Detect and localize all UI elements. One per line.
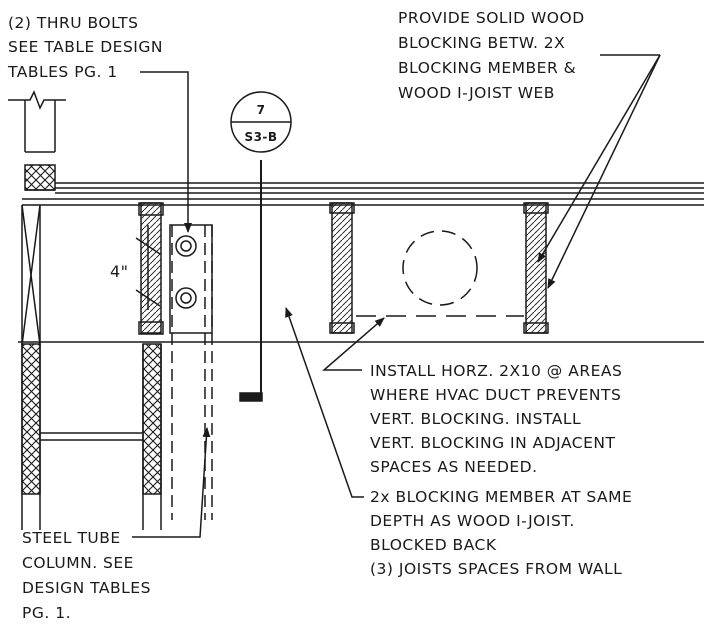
leader-horz-blocking [321, 317, 385, 371]
leader-thru-bolts [140, 71, 192, 233]
note-line: TABLES PG. 1 [7, 63, 118, 81]
rim-cross [21, 204, 41, 346]
wall-stud-left [21, 343, 41, 495]
i-joist-blocking-middle [331, 202, 353, 334]
i-joist-flange [329, 202, 355, 214]
dimension-tick [135, 237, 161, 255]
blocking-member-cap [138, 321, 164, 335]
blocking-member-left [140, 202, 162, 334]
note-solid-blocking: PROVIDE SOLID WOOD BLOCKING BETW. 2X BLO… [398, 9, 585, 102]
note-horz-blocking: INSTALL HORZ. 2X10 @ AREAS WHERE HVAC DU… [370, 362, 622, 476]
dimension-label: 4" [110, 262, 129, 281]
note-line: COLUMN. SEE [22, 554, 134, 572]
section-tag-sheet: S3-B [244, 130, 277, 144]
thru-bolt-upper [175, 235, 197, 257]
note-line: BLOCKING BETW. 2X [398, 34, 565, 52]
hvac-duct [402, 230, 478, 306]
note-line: 2x BLOCKING MEMBER AT SAME [370, 488, 632, 506]
leader-blocking-member [285, 307, 364, 498]
note-thru-bolts: (2) THRU BOLTS SEE TABLE DESIGN TABLES P… [7, 14, 163, 81]
note-line: WHERE HVAC DUCT PREVENTS [370, 386, 621, 404]
top-plate-block [24, 164, 56, 191]
note-line: (2) THRU BOLTS [8, 14, 138, 32]
leader-steel-tube [132, 427, 211, 538]
leader-blocking-2 [547, 54, 661, 289]
i-joist-flange [523, 202, 549, 214]
note-line: PROVIDE SOLID WOOD [398, 9, 585, 27]
note-line: DESIGN TABLES [22, 579, 151, 597]
wall-break-line [8, 90, 66, 110]
note-line: SEE TABLE DESIGN [8, 38, 163, 56]
note-line: SPACES AS NEEDED. [370, 458, 538, 476]
leader-blocking-1 [537, 54, 661, 263]
blocking-member-cap [138, 202, 164, 216]
note-line: BLOCKED BACK [370, 536, 497, 554]
note-line: VERT. BLOCKING IN ADJACENT [370, 434, 616, 452]
thru-bolt-lower [175, 287, 197, 309]
note-blocking-member: 2x BLOCKING MEMBER AT SAME DEPTH AS WOOD… [370, 488, 632, 578]
section-tag-number: 7 [257, 103, 266, 117]
i-joist-flange [329, 322, 355, 334]
note-line: INSTALL HORZ. 2X10 @ AREAS [370, 362, 622, 380]
dimension-tick [135, 289, 161, 307]
i-joist-blocking-right [525, 202, 547, 334]
note-line: STEEL TUBE [22, 529, 121, 547]
note-line: DEPTH AS WOOD I-JOIST. [370, 512, 575, 530]
i-joist-flange [523, 322, 549, 334]
note-line: BLOCKING MEMBER & [398, 59, 576, 77]
note-line: VERT. BLOCKING. INSTALL [370, 410, 581, 428]
section-cut-end [239, 392, 263, 402]
note-line: (3) JOISTS SPACES FROM WALL [370, 560, 622, 578]
note-line: WOOD I-JOIST WEB [398, 84, 555, 102]
wall-stud-right [142, 343, 162, 495]
section-tag: 7 S3-B [230, 91, 292, 153]
note-line: PG. 1. [22, 604, 71, 622]
note-steel-tube: STEEL TUBE COLUMN. SEE DESIGN TABLES PG.… [22, 529, 151, 622]
